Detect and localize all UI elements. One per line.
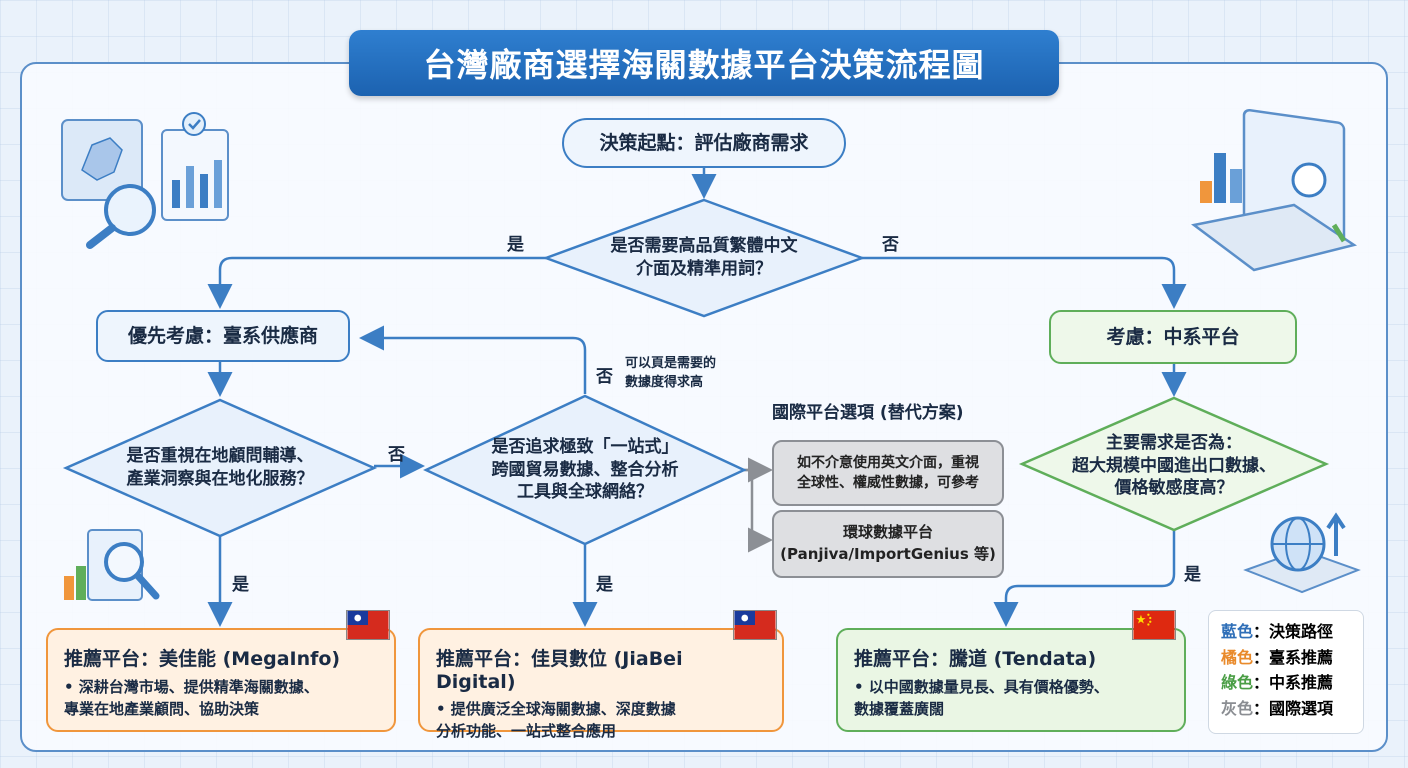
q2-yes-label: 是: [232, 575, 249, 595]
recommendation-title: 推薦平台：騰道 (Tendata): [854, 648, 1097, 670]
recommendation-tendata: 推薦平台：騰道 (Tendata) • 以中國數據量見長、具有價格優勢、 數據覆…: [836, 628, 1186, 732]
q3-no-note: 可以頁是需要的 數據度得求高: [625, 356, 717, 390]
taiwan-supplier-node: 優先考慮：臺系供應商: [96, 310, 350, 362]
laptop-chart-icon: [1191, 108, 1358, 272]
globe-arrow-icon: [1243, 512, 1361, 594]
international-platform-box: 環球數據平台 (Panjiva/ImportGenius 等): [772, 510, 1004, 578]
map-magnifier-icon: [61, 119, 156, 249]
edge-q3-intl-platform: [744, 468, 773, 553]
decision-q3-label: 是否追求極致「一站式」 跨國貿易數據、整合分析 工具與全球網絡？: [491, 436, 679, 503]
international-note-box: 如不介意使用英文介面，重視 全球性、權威性數據，可參考: [772, 440, 1004, 506]
taiwan-flag-icon: [346, 610, 390, 640]
recommendation-jiabei: 推薦平台：佳貝數位 (JiaBei Digital) • 提供廣泛全球海關數據、…: [418, 628, 784, 740]
recommendation-megainfo: 推薦平台：美佳能 (MegaInfo) • 深耕台灣市場、提供精準海關數據、 專…: [46, 628, 396, 732]
recommendation-title: 推薦平台：佳貝數位 (JiaBei Digital): [436, 648, 683, 693]
start-node: 決策起點：評估廠商需求: [562, 118, 846, 168]
q2-no-label: 否: [388, 445, 405, 465]
q4-yes-label: 是: [1184, 565, 1201, 585]
chart-check-icon: [161, 112, 229, 221]
q3-no-label: 否: [596, 367, 613, 387]
recommendation-desc: • 提供廣泛全球海關數據、深度數據 分析功能、一站式整合應用: [436, 700, 676, 740]
edge-q1-no: [862, 256, 1187, 309]
q1-no-label: 否: [882, 235, 899, 255]
recommendation-desc: • 以中國數據量見長、具有價格優勢、 數據覆蓋廣闊: [854, 678, 1109, 718]
recommendation-title: 推薦平台：美佳能 (MegaInfo): [64, 648, 341, 670]
q3-yes-label: 是: [596, 575, 613, 595]
edge-q3-no: [359, 325, 587, 394]
magnifier-chart-icon: [64, 529, 160, 601]
decision-q4-shape: [1018, 396, 1330, 532]
taiwan-flag-icon: [733, 610, 777, 640]
q1-yes-label: 是: [507, 235, 524, 255]
legend: 藍色：決策路徑 橘色：臺系推薦 綠色：中系推薦 灰色：國際選項: [1208, 610, 1364, 734]
china-platform-node: 考慮：中系平台: [1049, 310, 1297, 364]
decision-q1-shape: [542, 198, 866, 318]
china-flag-icon: [1132, 610, 1176, 640]
decision-q4-label: 主要需求是否為： 超大規模中國進出口數據、 價格敏感度高？: [1072, 432, 1276, 499]
legend-item-green: 綠色：中系推薦: [1221, 673, 1334, 693]
legend-item-blue: 藍色：決策路徑: [1221, 622, 1334, 641]
edge-q1-yes: [207, 256, 546, 309]
decision-q2-shape: [62, 398, 378, 538]
legend-item-gray: 灰色：國際選項: [1221, 698, 1334, 718]
page-title: 台灣廠商選擇海關數據平台決策流程圖: [349, 30, 1059, 96]
recommendation-desc: • 深耕台灣市場、提供精準海關數據、 專業在地產業顧問、協助決策: [64, 678, 319, 718]
legend-item-orange: 橘色：臺系推薦: [1221, 647, 1334, 667]
decision-q1-label: 是否需要高品質繁體中文 介面及精準用詞？: [610, 236, 798, 279]
decision-q2-label: 是否重視在地顧問輔導、 產業洞察與在地化服務？: [126, 446, 314, 489]
international-heading: 國際平台選項 (替代方案): [772, 403, 964, 423]
edge-q4-yes: [993, 530, 1176, 627]
decision-q3-shape: [423, 394, 747, 546]
